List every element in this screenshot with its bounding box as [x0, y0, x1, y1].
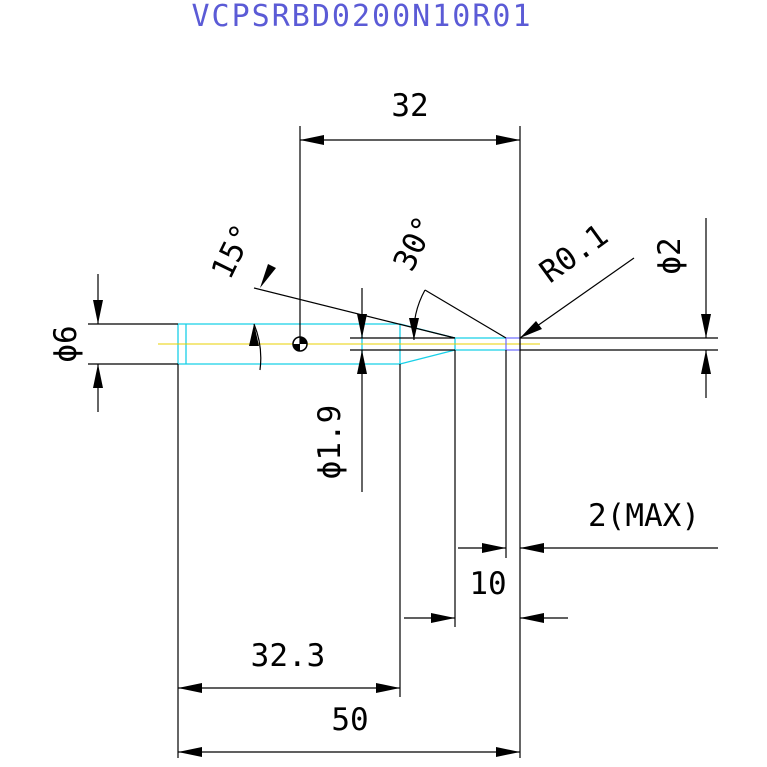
dim-neck-diameter: ϕ1.9 — [312, 405, 348, 480]
arrowheads — [93, 135, 711, 757]
dim-taper-angle: 15° — [205, 219, 262, 285]
dim-shank-diameter: ϕ6 — [48, 325, 84, 362]
dim-overall-length: 50 — [331, 702, 368, 738]
gauge-point-symbol — [292, 336, 308, 352]
drawing-sheet — [46, 0, 717, 767]
drawing-title: VCPSRBD0200N10R01 — [191, 0, 532, 34]
dim-gauge-length: 32 — [391, 88, 428, 124]
dim-shank-length: 32.3 — [251, 638, 326, 674]
dim-tip-diameter: ϕ2 — [652, 237, 688, 274]
dim-point-angle: 30° — [387, 211, 444, 277]
dimension-lines — [88, 126, 718, 758]
dim-edge-length: 2(MAX) — [588, 498, 700, 534]
dim-neck-length: 10 — [469, 566, 506, 602]
